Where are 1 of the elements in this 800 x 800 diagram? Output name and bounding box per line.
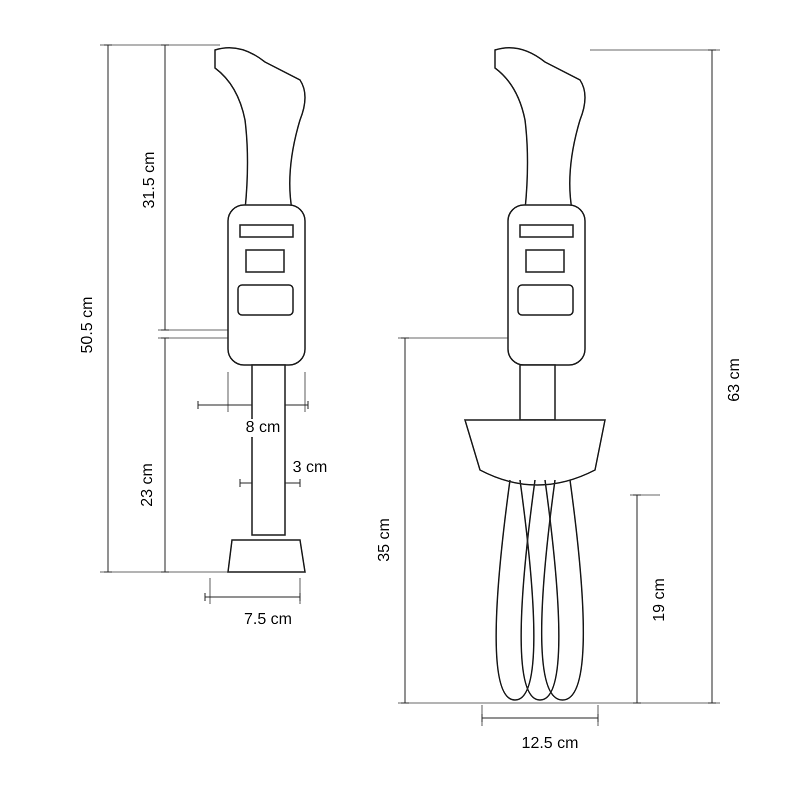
dimension-label: 8 cm <box>244 419 282 437</box>
